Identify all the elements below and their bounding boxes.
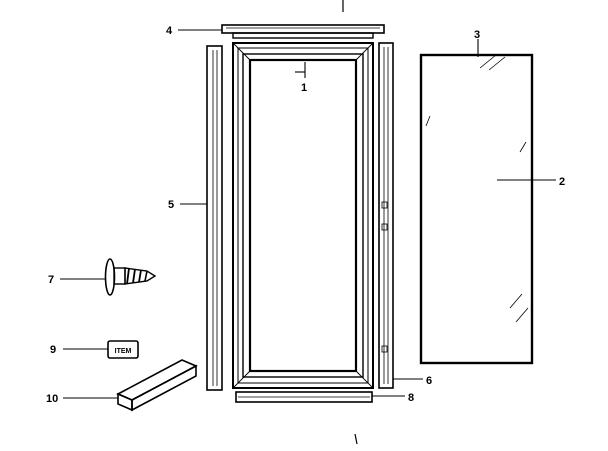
bottom-stray-mark: [354, 433, 358, 445]
callout-5: 5: [168, 199, 174, 211]
part-5-left-strip: [206, 45, 223, 391]
callout-7: 7: [48, 274, 54, 286]
part-9-clip: ITEM: [107, 340, 139, 359]
part-6-right-strip: [378, 42, 394, 389]
callout-3: 3: [474, 29, 480, 41]
part-4-top-rail: [221, 24, 385, 39]
part-7-screw: [104, 258, 157, 296]
callout-2: 2: [559, 176, 565, 188]
part-1-door-frame: [232, 42, 374, 389]
callout-8: 8: [408, 392, 414, 404]
callout-4: 4: [166, 25, 173, 37]
callout-10: 10: [46, 393, 58, 405]
part-8-bottom-rail: [235, 391, 373, 403]
callout-9: 9: [50, 344, 56, 356]
clip-label: ITEM: [115, 348, 132, 355]
callout-6: 6: [426, 375, 432, 387]
leader-lines: [60, 29, 556, 399]
part-10-wood-block: [116, 359, 198, 412]
part-2-glass-panel: [419, 53, 534, 365]
callout-1: 1: [301, 82, 307, 94]
